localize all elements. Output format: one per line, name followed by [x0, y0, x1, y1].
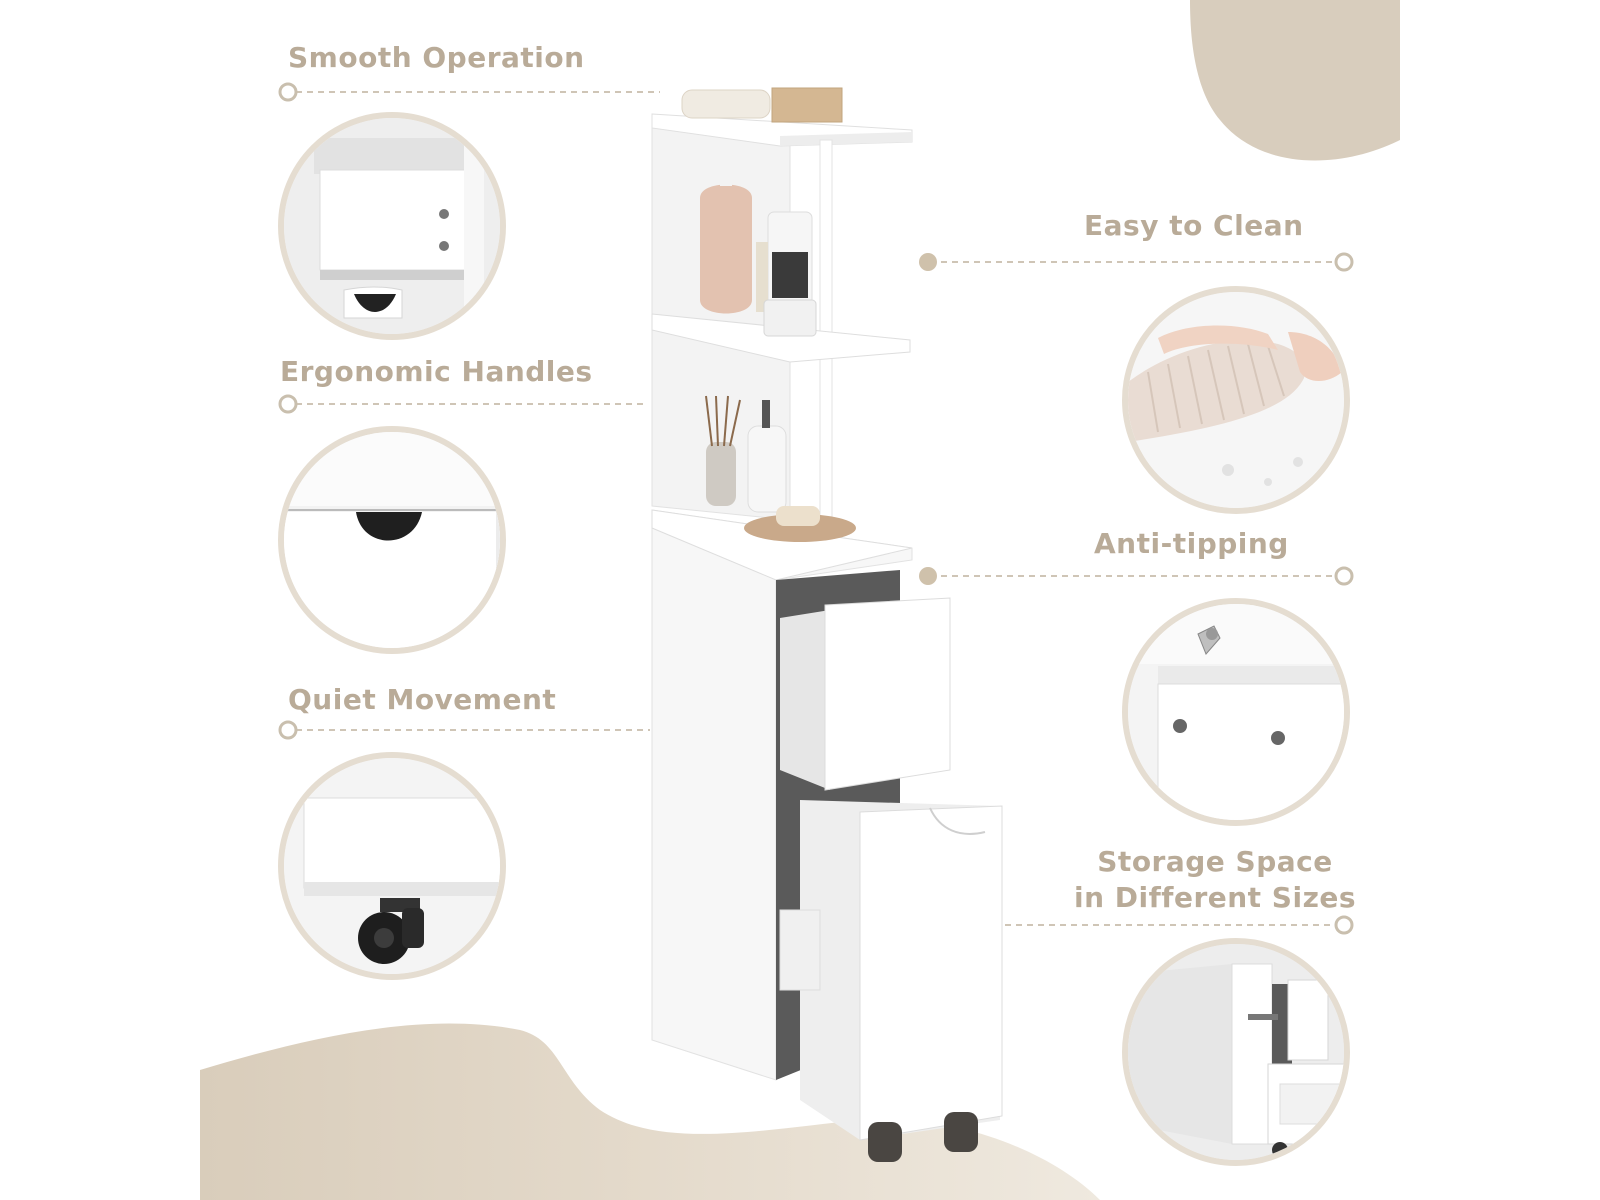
- detail-circle-easy-to-clean: [1122, 286, 1350, 514]
- feature-label-storage-space: Storage Space in Different Sizes: [1070, 844, 1360, 916]
- feature-label-storage-line1: Storage Space: [1097, 845, 1333, 878]
- detail-circle-smooth-operation: [278, 112, 506, 340]
- connector-lines-left: [296, 91, 660, 731]
- feature-label-smooth-operation: Smooth Operation: [288, 41, 585, 74]
- feature-label-storage-line2: in Different Sizes: [1073, 881, 1357, 914]
- top-right-blob: [1190, 0, 1400, 161]
- main-cabinet: [651, 87, 1003, 1162]
- detail-circle-anti-tipping: [1122, 598, 1350, 826]
- detail-circle-storage-space: [1122, 938, 1350, 1166]
- feature-label-easy-to-clean: Easy to Clean: [1084, 209, 1304, 242]
- connector-dots-left: [278, 82, 298, 740]
- detail-circle-quiet-movement: [278, 752, 506, 980]
- connector-dots-right: [919, 252, 1354, 935]
- feature-label-anti-tipping: Anti-tipping: [1094, 527, 1289, 560]
- connector-lines-right: [930, 261, 1336, 926]
- feature-label-quiet-movement: Quiet Movement: [288, 683, 557, 716]
- detail-circle-ergonomic-handles: [278, 426, 506, 654]
- feature-label-ergonomic-handles: Ergonomic Handles: [280, 355, 593, 388]
